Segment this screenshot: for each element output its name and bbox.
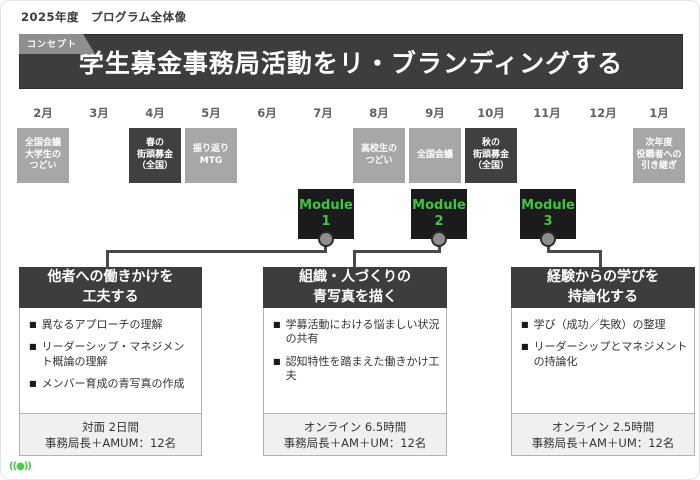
connector-line — [106, 250, 327, 253]
module-1-box: Module 1 — [298, 189, 354, 239]
bullet-text: リーダーシップとマネジメントの持論化 — [533, 340, 688, 368]
event-sep-national-meeting: 全国会議 — [409, 128, 461, 183]
square-bullet-icon: ■ — [521, 342, 529, 352]
month-label: 11月 — [533, 106, 561, 120]
program-card-1: 他者への働きかけを 工夫する ■ 異なるアプローチの理解 ■ リーダーシップ・マ… — [19, 267, 202, 457]
module-3-connector-dot — [540, 231, 556, 247]
program-1-footer: 対面 2日間 事務局長＋AMUM：12名 — [19, 413, 202, 457]
bullet-text: 認知特性を踏まえた働きかけ工夫 — [285, 354, 440, 383]
connector-line — [353, 250, 441, 253]
square-bullet-icon: ■ — [29, 342, 37, 352]
event-apr-spring-fundraising: 春の 街頭募金 （全国） — [129, 128, 181, 183]
square-bullet-icon: ■ — [29, 379, 37, 389]
program-card-2: 組織・人づくりの 青写真を描く ■ 学募活動における悩ましい状況の共有 ■ 認知… — [263, 267, 447, 457]
program-2-title: 組織・人づくりの 青写真を描く — [263, 267, 447, 309]
list-item: ■ 学び（成功／失敗）の整理 — [521, 318, 688, 332]
program-1-title: 他者への働きかけを 工夫する — [19, 267, 202, 309]
program-card-3: 経験からの学びを 持論化する ■ 学び（成功／失敗）の整理 ■ リーダーシップと… — [511, 267, 695, 457]
month-label: 10月 — [477, 106, 505, 120]
event-aug-highschool-meeting: 高校生の つどい — [353, 128, 405, 183]
module-2-box: Module 2 — [411, 189, 467, 239]
square-bullet-icon: ■ — [521, 320, 529, 330]
concept-banner: コンセプト 学生募金事務局活動をリ・ブランディングする — [19, 34, 683, 89]
month-label: 9月 — [425, 106, 445, 120]
module-2-connector-dot — [431, 231, 447, 247]
program-3-body: ■ 学び（成功／失敗）の整理 ■ リーダーシップとマネジメントの持論化 — [511, 308, 695, 414]
program-3-title: 経験からの学びを 持論化する — [511, 267, 695, 309]
list-item: ■ リーダーシップ・マネジメント概論の理解 — [29, 340, 195, 369]
month-label: 6月 — [257, 106, 277, 120]
timeline-events: 全国会議 大学生の つどい 春の 街頭募金 （全国） 振り返り MTG 高校生の… — [15, 128, 687, 183]
month-label: 3月 — [89, 106, 109, 120]
bullet-text: メンバー育成の青写真の作成 — [41, 377, 185, 391]
page-title: 2025年度 プログラム全体像 — [21, 10, 187, 24]
month-label: 12月 — [589, 106, 617, 120]
list-item: ■ リーダーシップとマネジメントの持論化 — [521, 340, 688, 369]
module-3-box: Module 3 — [520, 189, 576, 239]
list-item: ■ メンバー育成の青写真の作成 — [29, 377, 195, 391]
concept-tag: コンセプト — [19, 34, 95, 54]
bullet-text: 学び（成功／失敗）の整理 — [533, 318, 666, 332]
bullet-text: 学募活動における悩ましい状況の共有 — [285, 318, 440, 346]
square-bullet-icon: ■ — [273, 356, 281, 366]
square-bullet-icon: ■ — [29, 320, 37, 330]
event-may-review-mtg: 振り返り MTG — [185, 128, 237, 183]
list-item: ■ 学募活動における悩ましい状況の共有 — [273, 318, 440, 347]
event-jan-handover: 次年度 役職者への 引き継ぎ — [633, 128, 685, 183]
month-label: 7月 — [313, 106, 333, 120]
program-2-footer: オンライン 6.5時間 事務局長＋AM＋UM：12名 — [263, 413, 447, 457]
month-label: 8月 — [369, 106, 389, 120]
event-oct-autumn-fundraising: 秋の 街頭募金 （全国） — [465, 128, 517, 183]
connector-line — [547, 250, 602, 253]
bullet-text: リーダーシップ・マネジメント概論の理解 — [41, 340, 185, 368]
month-label: 5月 — [201, 106, 221, 120]
program-1-body: ■ 異なるアプローチの理解 ■ リーダーシップ・マネジメント概論の理解 ■ メン… — [19, 308, 202, 414]
program-3-footer: オンライン 2.5時間 事務局長＋AM＋UM：12名 — [511, 413, 695, 457]
connector-line — [106, 250, 109, 268]
list-item: ■ 認知特性を踏まえた働きかけ工夫 — [273, 355, 440, 384]
module-1-connector-dot — [318, 231, 334, 247]
connector-line — [599, 250, 602, 268]
connector-line — [353, 250, 356, 268]
month-label: 2月 — [33, 106, 53, 120]
month-label: 1月 — [649, 106, 669, 120]
timeline-months: 2月 3月 4月 5月 6月 7月 8月 9月 10月 11月 12月 1月 — [15, 105, 687, 121]
program-2-body: ■ 学募活動における悩ましい状況の共有 ■ 認知特性を踏まえた働きかけ工夫 — [263, 308, 447, 414]
square-bullet-icon: ■ — [273, 320, 281, 330]
bullet-text: 異なるアプローチの理解 — [41, 318, 163, 332]
broadcast-logo-icon: ((●)) — [9, 461, 32, 472]
concept-title: 学生募金事務局活動をリ・ブランディングする — [78, 48, 624, 78]
event-feb-national-meeting: 全国会議 大学生の つどい — [17, 128, 69, 183]
list-item: ■ 異なるアプローチの理解 — [29, 318, 195, 332]
month-label: 4月 — [145, 106, 165, 120]
